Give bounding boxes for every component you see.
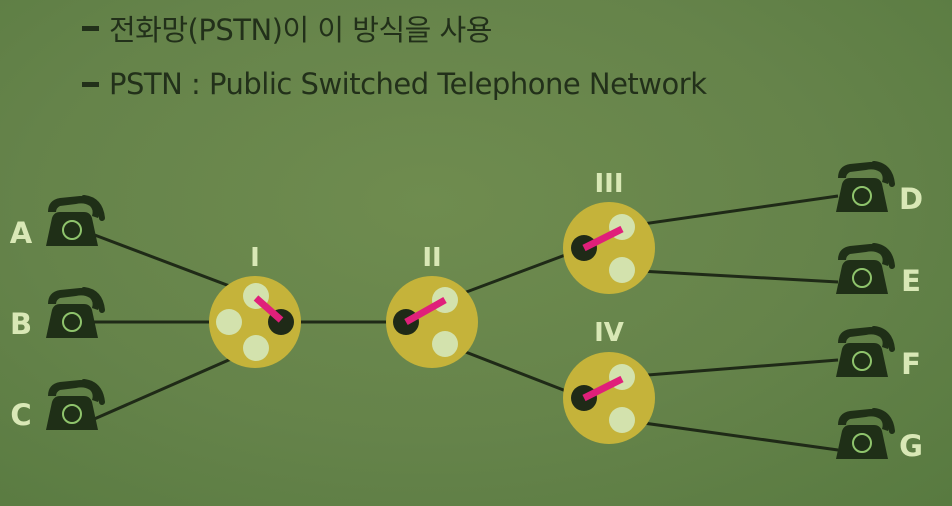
phone-e: E: [836, 244, 921, 298]
bullet-dash: [82, 25, 99, 31]
phone-g: G: [836, 409, 923, 463]
phone-c: C: [10, 380, 102, 432]
phone-label: E: [901, 264, 921, 298]
line-switch-iv-g: [621, 418, 839, 452]
bullet-text: PSTN : Public Switched Telephone Network: [109, 67, 707, 101]
bullet-dash: [82, 81, 99, 87]
switch-iv: IV: [563, 318, 655, 444]
switch-arm: [253, 295, 284, 323]
phone-label: F: [901, 347, 921, 381]
line-switch-ii-switch-iv: [444, 342, 585, 400]
switch-label: II: [422, 243, 441, 273]
telephone-icon: [836, 409, 892, 459]
line-c-switch-i: [91, 346, 257, 422]
line-switch-iii-e: [621, 268, 839, 284]
phone-label: G: [899, 429, 923, 463]
line-switch-iv-f: [621, 358, 839, 379]
phone-a: A: [10, 196, 102, 250]
phone-label: B: [10, 307, 32, 341]
switch-port: [609, 257, 635, 283]
switch-arm: [404, 296, 447, 326]
telephone-icon: [46, 196, 102, 246]
switch-i: I: [209, 243, 301, 368]
switch-iii: III: [563, 169, 655, 294]
phone-b: B: [10, 288, 102, 341]
telephone-icon: [46, 380, 102, 430]
switch-label: IV: [594, 318, 624, 348]
switch-ii: II: [386, 243, 478, 368]
phone-d: D: [836, 162, 923, 216]
telephone-icon: [836, 327, 892, 377]
bullet-text: 전화망(PSTN)이 이 방식을 사용: [109, 13, 492, 47]
telephone-icon: [836, 244, 892, 294]
switch-arm: [582, 375, 624, 402]
phone-label: D: [899, 182, 923, 216]
switch-port: [609, 407, 635, 433]
line-switch-ii-switch-iii: [444, 246, 585, 302]
switch-port: [216, 309, 242, 335]
switch-label: III: [594, 169, 623, 199]
switch-disc: [209, 276, 301, 368]
telephone-icon: [836, 162, 892, 212]
switch-arm: [582, 225, 624, 252]
bullet-pstn-definition: PSTN : Public Switched Telephone Network: [82, 64, 707, 104]
switch-port: [243, 335, 269, 361]
switch-port: [432, 331, 458, 357]
switch-label: I: [250, 243, 260, 273]
phone-f: F: [836, 327, 921, 381]
phone-label: A: [10, 216, 33, 250]
bullet-pstn-usage: 전화망(PSTN)이 이 방식을 사용: [82, 8, 492, 48]
connection-lines: [91, 194, 839, 452]
line-switch-iii-d: [621, 194, 839, 229]
telephone-icon: [46, 288, 102, 338]
phone-label: C: [10, 398, 31, 432]
